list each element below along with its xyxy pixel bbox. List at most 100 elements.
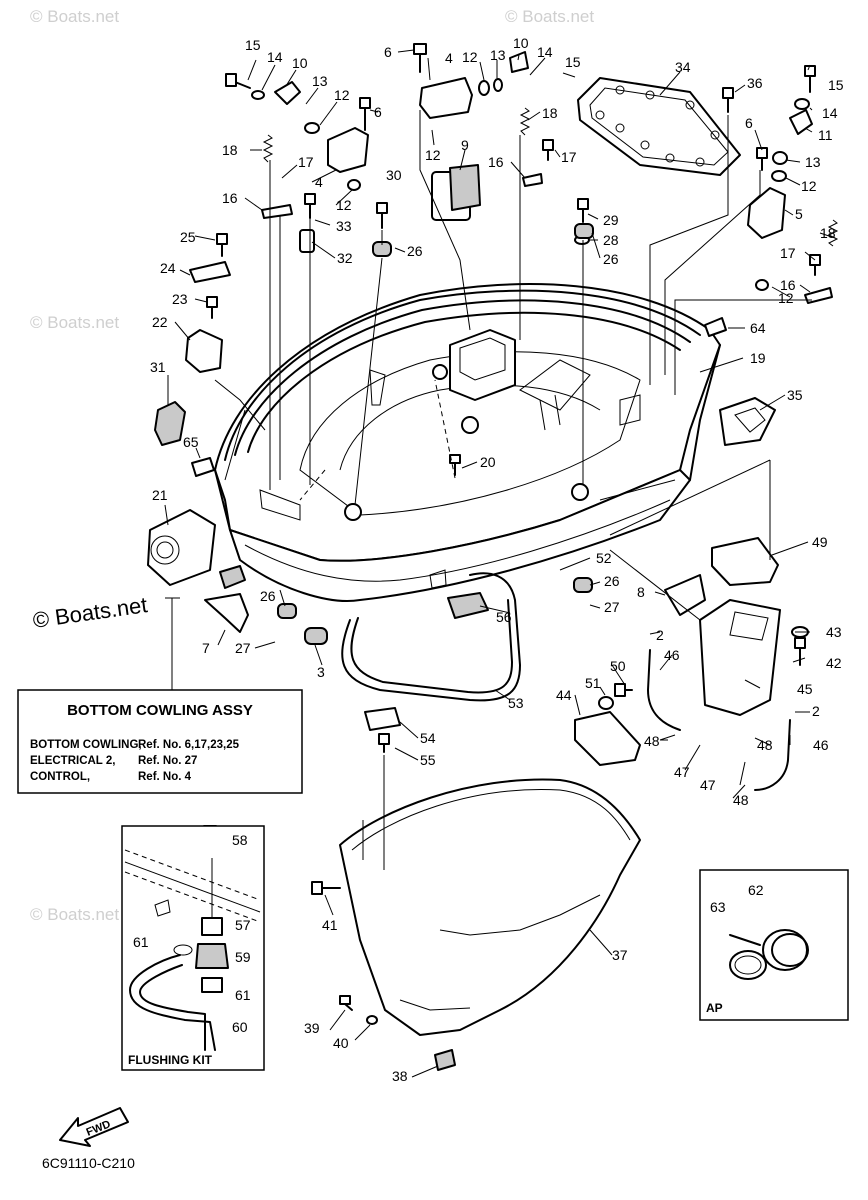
callout-36: 36 [747, 75, 763, 91]
callout-52: 52 [596, 550, 612, 566]
callout-14: 14 [822, 105, 838, 121]
flushing-kit-box: 58 57 61 59 61 60 FLUSHING KIT [121, 825, 265, 1071]
callout-20: 20 [480, 454, 496, 470]
callout-10: 10 [513, 35, 529, 51]
callout-16: 16 [780, 277, 796, 293]
assy-row-ref: Ref. No. 6,17,23,25 [138, 739, 240, 751]
assy-row-name: CONTROL, [30, 771, 90, 783]
callout-33: 33 [336, 218, 352, 234]
callout-18: 18 [820, 225, 836, 241]
flushing-callout-60: 60 [232, 1019, 248, 1035]
assy-row-ref: Ref. No. 27 [138, 755, 197, 767]
callout-26: 26 [604, 573, 620, 589]
callout-12: 12 [801, 178, 817, 194]
ap-box-title: AP [706, 1001, 723, 1015]
callout-2: 2 [812, 703, 820, 719]
callout-17: 17 [298, 154, 314, 170]
assy-row-ref: Ref. No. 4 [138, 771, 192, 783]
leader-lines [165, 110, 812, 870]
callout-64: 64 [750, 320, 766, 336]
flushing-callout-57: 57 [235, 917, 251, 933]
callout-13: 13 [312, 73, 328, 89]
callout-12: 12 [778, 290, 794, 306]
callout-32: 32 [337, 250, 353, 266]
callout-56: 56 [496, 609, 512, 625]
callout-19: 19 [750, 350, 766, 366]
fwd-arrow: FWD [59, 1107, 129, 1147]
callout-5: 5 [795, 206, 803, 222]
callout-17: 17 [561, 149, 577, 165]
callout-46: 46 [664, 647, 680, 663]
callout-35: 35 [787, 387, 803, 403]
callout-7: 7 [202, 640, 210, 656]
callout-28: 28 [603, 232, 619, 248]
flushing-kit-title: FLUSHING KIT [128, 1053, 213, 1067]
watermark-text: © Boats.net [30, 905, 119, 924]
callout-26: 26 [407, 243, 423, 259]
callout-54: 54 [420, 730, 436, 746]
callout-6: 6 [374, 104, 382, 120]
callout-23: 23 [172, 291, 188, 307]
assy-box-title: BOTTOM COWLING ASSY [67, 702, 253, 719]
callout-65: 65 [183, 434, 199, 450]
callout-43: 43 [826, 624, 842, 640]
callout-4: 4 [445, 50, 453, 66]
flushing-callout-61: 61 [235, 987, 251, 1003]
callout-10: 10 [292, 55, 308, 71]
callout-15: 15 [245, 37, 261, 53]
callout-26: 26 [603, 251, 619, 267]
callout-48: 48 [644, 733, 660, 749]
callout-34: 34 [675, 59, 691, 75]
callout-39: 39 [304, 1020, 320, 1036]
callout-24: 24 [160, 260, 176, 276]
callout-15: 15 [828, 77, 844, 93]
ap-callout-62: 62 [748, 882, 764, 898]
watermark-text: © Boats.net [30, 313, 119, 332]
callout-22: 22 [152, 314, 168, 330]
callout-16: 16 [488, 154, 504, 170]
callout-49: 49 [812, 534, 828, 550]
flushing-callout-61: 61 [133, 934, 149, 950]
callout-38: 38 [392, 1068, 408, 1084]
callout-18: 18 [222, 142, 238, 158]
ap-box: 63 62 AP [699, 869, 849, 1021]
callout-6: 6 [745, 115, 753, 131]
watermark-text: © Boats.net [30, 7, 119, 26]
callout-25: 25 [180, 229, 196, 245]
callout-48: 48 [757, 737, 773, 753]
callout-11: 11 [818, 127, 833, 143]
callout-29: 29 [603, 212, 619, 228]
callout-42: 42 [826, 655, 842, 671]
callout-17: 17 [780, 245, 796, 261]
bracket-part-9 [431, 164, 516, 401]
callout-13: 13 [490, 47, 506, 63]
assy-info-box: BOTTOM COWLING ASSY BOTTOM COWLING, Ref.… [17, 689, 303, 794]
callout-15: 15 [565, 54, 581, 70]
ap-callout-63: 63 [710, 899, 726, 915]
callout-2: 2 [656, 627, 664, 643]
callout-12: 12 [425, 147, 441, 163]
callout-13: 13 [805, 154, 821, 170]
assy-row-name: BOTTOM COWLING, [30, 739, 142, 751]
flushing-callout-58: 58 [232, 832, 248, 848]
callout-3: 3 [317, 664, 325, 680]
callout-47: 47 [700, 777, 716, 793]
callout-6: 6 [384, 44, 392, 60]
callout-12: 12 [462, 49, 478, 65]
callout-53: 53 [508, 695, 524, 711]
callout-lines [164, 49, 836, 1078]
callout-46: 46 [813, 737, 829, 753]
callout-51: 51 [585, 675, 601, 691]
callout-numbers: 15 14 10 13 12 6 18 17 4 16 12 33 30 32 … [150, 35, 844, 1084]
callout-26: 26 [260, 588, 276, 604]
flushing-callout-59: 59 [235, 949, 251, 965]
callout-50: 50 [610, 658, 626, 674]
callout-16: 16 [222, 190, 238, 206]
callout-12: 12 [334, 87, 350, 103]
callout-55: 55 [420, 752, 436, 768]
callout-47: 47 [674, 764, 690, 780]
callout-9: 9 [461, 137, 469, 153]
bottom-cowling-part [214, 283, 721, 602]
callout-37: 37 [612, 947, 628, 963]
